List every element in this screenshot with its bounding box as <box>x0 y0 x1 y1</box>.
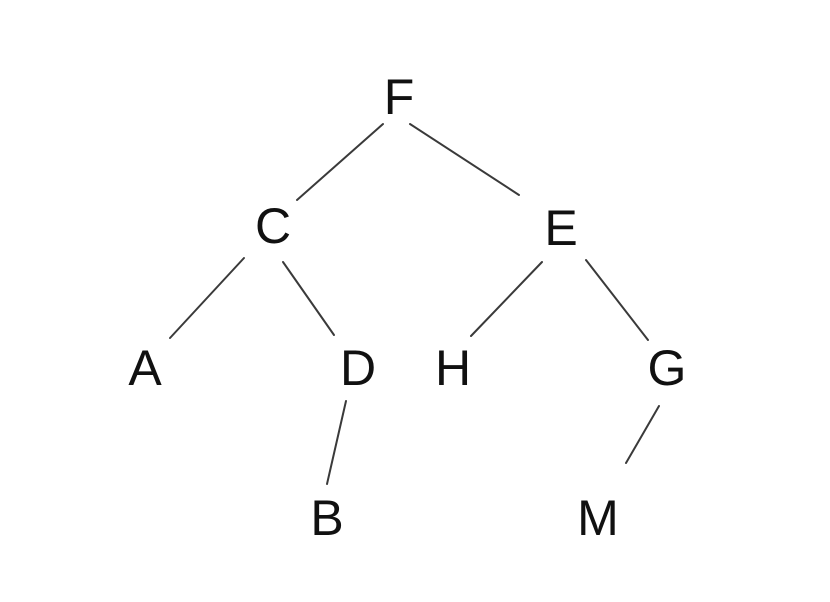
node-g: G <box>648 340 687 396</box>
node-m: M <box>577 490 619 546</box>
node-f: F <box>384 69 415 125</box>
node-h: H <box>435 340 471 396</box>
edge-f-e <box>409 123 520 196</box>
node-c: C <box>255 198 291 254</box>
node-a: A <box>128 340 162 396</box>
edge-e-g <box>585 259 649 341</box>
edge-g-m <box>625 405 660 464</box>
node-e: E <box>544 200 577 256</box>
node-b: B <box>310 490 343 546</box>
edge-c-a <box>169 257 245 339</box>
edge-d-b <box>326 400 347 485</box>
node-d: D <box>340 340 376 396</box>
edge-f-c <box>296 123 384 201</box>
edge-c-d <box>282 261 335 336</box>
edge-e-h <box>470 261 543 337</box>
